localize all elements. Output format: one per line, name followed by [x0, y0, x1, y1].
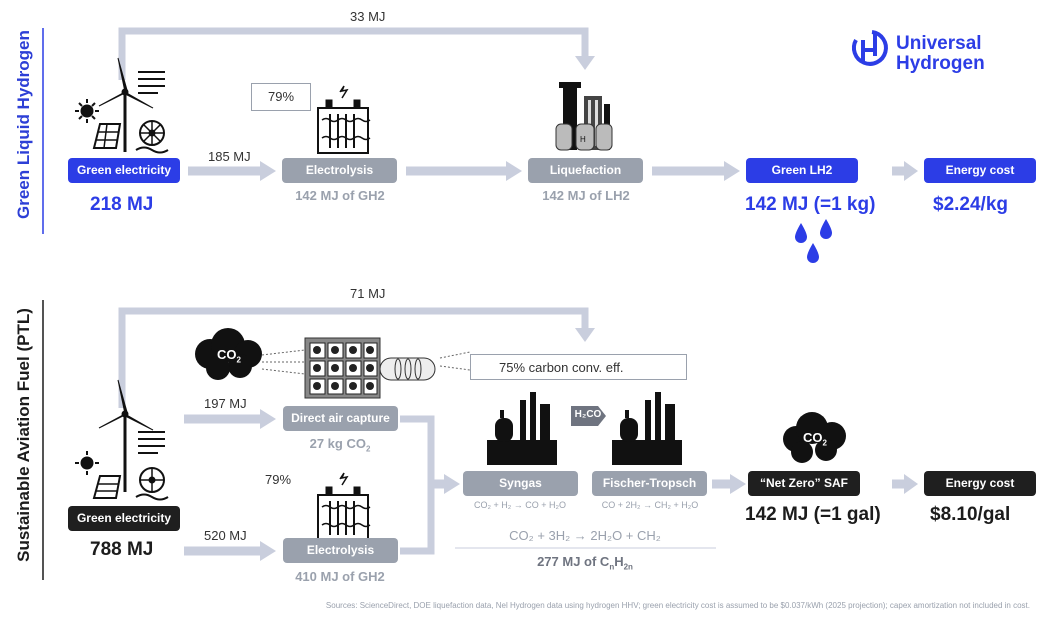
electrolysis-pill-bottom: Electrolysis	[283, 538, 398, 563]
net-zero-saf-pill: “Net Zero” SAF	[748, 471, 860, 496]
dac-input-energy: 197 MJ	[204, 396, 247, 411]
green-electricity-pill-top: Green electricity	[68, 158, 180, 183]
syngas-plant-icon	[487, 392, 557, 465]
co2-cloud-label: CO2	[217, 347, 241, 365]
logo-text: Universal Hydrogen	[896, 34, 985, 74]
arrow-to-electrolysis-top	[260, 161, 276, 181]
bottom-electrolysis-input: 520 MJ	[204, 528, 247, 543]
electrolyzer-icon-top	[317, 85, 371, 154]
universal-hydrogen-logo-icon	[852, 30, 888, 66]
direct-air-capture-pill: Direct air capture	[283, 406, 398, 431]
overall-output: 277 MJ of CnH2n	[537, 554, 633, 572]
sources-footnote: Sources: ScienceDirect, DOE liquefaction…	[325, 601, 1030, 610]
green-lh2-pill: Green LH2	[746, 158, 858, 183]
dac-unit-icon	[304, 337, 436, 399]
arrow-to-syngas	[444, 474, 460, 494]
air-flow-lines	[261, 349, 471, 375]
energy-cost-pill-bottom: Energy cost	[924, 471, 1036, 496]
arrow-to-energy-cost-top	[904, 161, 918, 181]
top-electrolysis-output: 142 MJ of GH2	[295, 188, 385, 203]
water-drops-icon	[795, 219, 832, 263]
arrow-to-green-lh2	[724, 161, 740, 181]
green-lh2-value: 142 MJ (=1 kg)	[745, 194, 876, 215]
carbon-efficiency-box: 75% carbon conv. eff.	[470, 354, 687, 380]
logo-line-2: Hydrogen	[896, 53, 985, 74]
bottom-bypass-energy: 71 MJ	[350, 286, 386, 301]
arrow-to-dac	[260, 409, 276, 429]
overall-formula: CO₂ + 3H₂ → 2H₂O + CH₂	[509, 528, 661, 543]
syngas-pill: Syngas	[463, 471, 578, 496]
logo-line-1: Universal	[896, 33, 982, 54]
fischer-tropsch-plant-icon	[612, 392, 682, 465]
energy-cost-pill-top: Energy cost	[924, 158, 1036, 183]
liquefaction-output: 142 MJ of LH2	[542, 188, 630, 203]
svg-text:H: H	[580, 135, 586, 144]
liquefaction-plant-icon: H	[555, 82, 613, 151]
bottom-efficiency: 79%	[265, 472, 292, 487]
bottom-source-energy: 788 MJ	[90, 539, 154, 560]
saf-co2-cloud-label: CO2	[803, 430, 827, 448]
side-label-green-liquid-hydrogen: Green Liquid Hydrogen	[14, 30, 33, 219]
arrow-to-electrolysis-bottom	[260, 541, 276, 561]
top-efficiency-box: 79%	[251, 83, 311, 111]
saf-co2-cloud-icon	[783, 412, 846, 463]
electrolysis-pill-top: Electrolysis	[282, 158, 397, 183]
green-electricity-pill-bottom: Green electricity	[68, 506, 180, 531]
energy-cost-value-bottom: $8.10/gal	[930, 504, 1011, 525]
co2-cloud-icon	[195, 328, 262, 380]
side-label-sustainable-aviation-fuel: Sustainable Aviation Fuel (PTL)	[14, 308, 33, 562]
renewable-energy-icon-top	[75, 57, 169, 154]
h2co-label: H₂CO	[574, 409, 602, 420]
top-electrolysis-input: 185 MJ	[208, 149, 251, 164]
arrow-to-energy-cost-bottom	[904, 474, 918, 494]
saf-value: 142 MJ (=1 gal)	[745, 504, 881, 525]
fischer-tropsch-pill: Fischer-Tropsch	[592, 471, 707, 496]
liquefaction-pill: Liquefaction	[528, 158, 643, 183]
electrolyzer-icon-bottom	[317, 472, 371, 541]
top-bypass-arrow	[118, 27, 589, 80]
arrow-to-saf	[730, 474, 746, 494]
dac-output: 27 kg CO2	[309, 436, 371, 454]
fischer-tropsch-formula: CO + 2H₂ → CH₂ + H₂O	[601, 500, 699, 510]
arrow-to-liquefaction	[506, 161, 522, 181]
syngas-formula: CO₂ + H₂ → CO + H₂O	[474, 500, 566, 510]
renewable-energy-icon-bottom	[75, 379, 169, 501]
energy-cost-value-top: $2.24/kg	[933, 194, 1008, 215]
bottom-electrolysis-output: 410 MJ of GH2	[295, 569, 385, 584]
bottom-bypass-arrow	[118, 307, 589, 408]
top-source-energy: 218 MJ	[90, 194, 154, 215]
top-bypass-energy: 33 MJ	[350, 9, 386, 24]
h2co-arrow	[571, 406, 606, 426]
